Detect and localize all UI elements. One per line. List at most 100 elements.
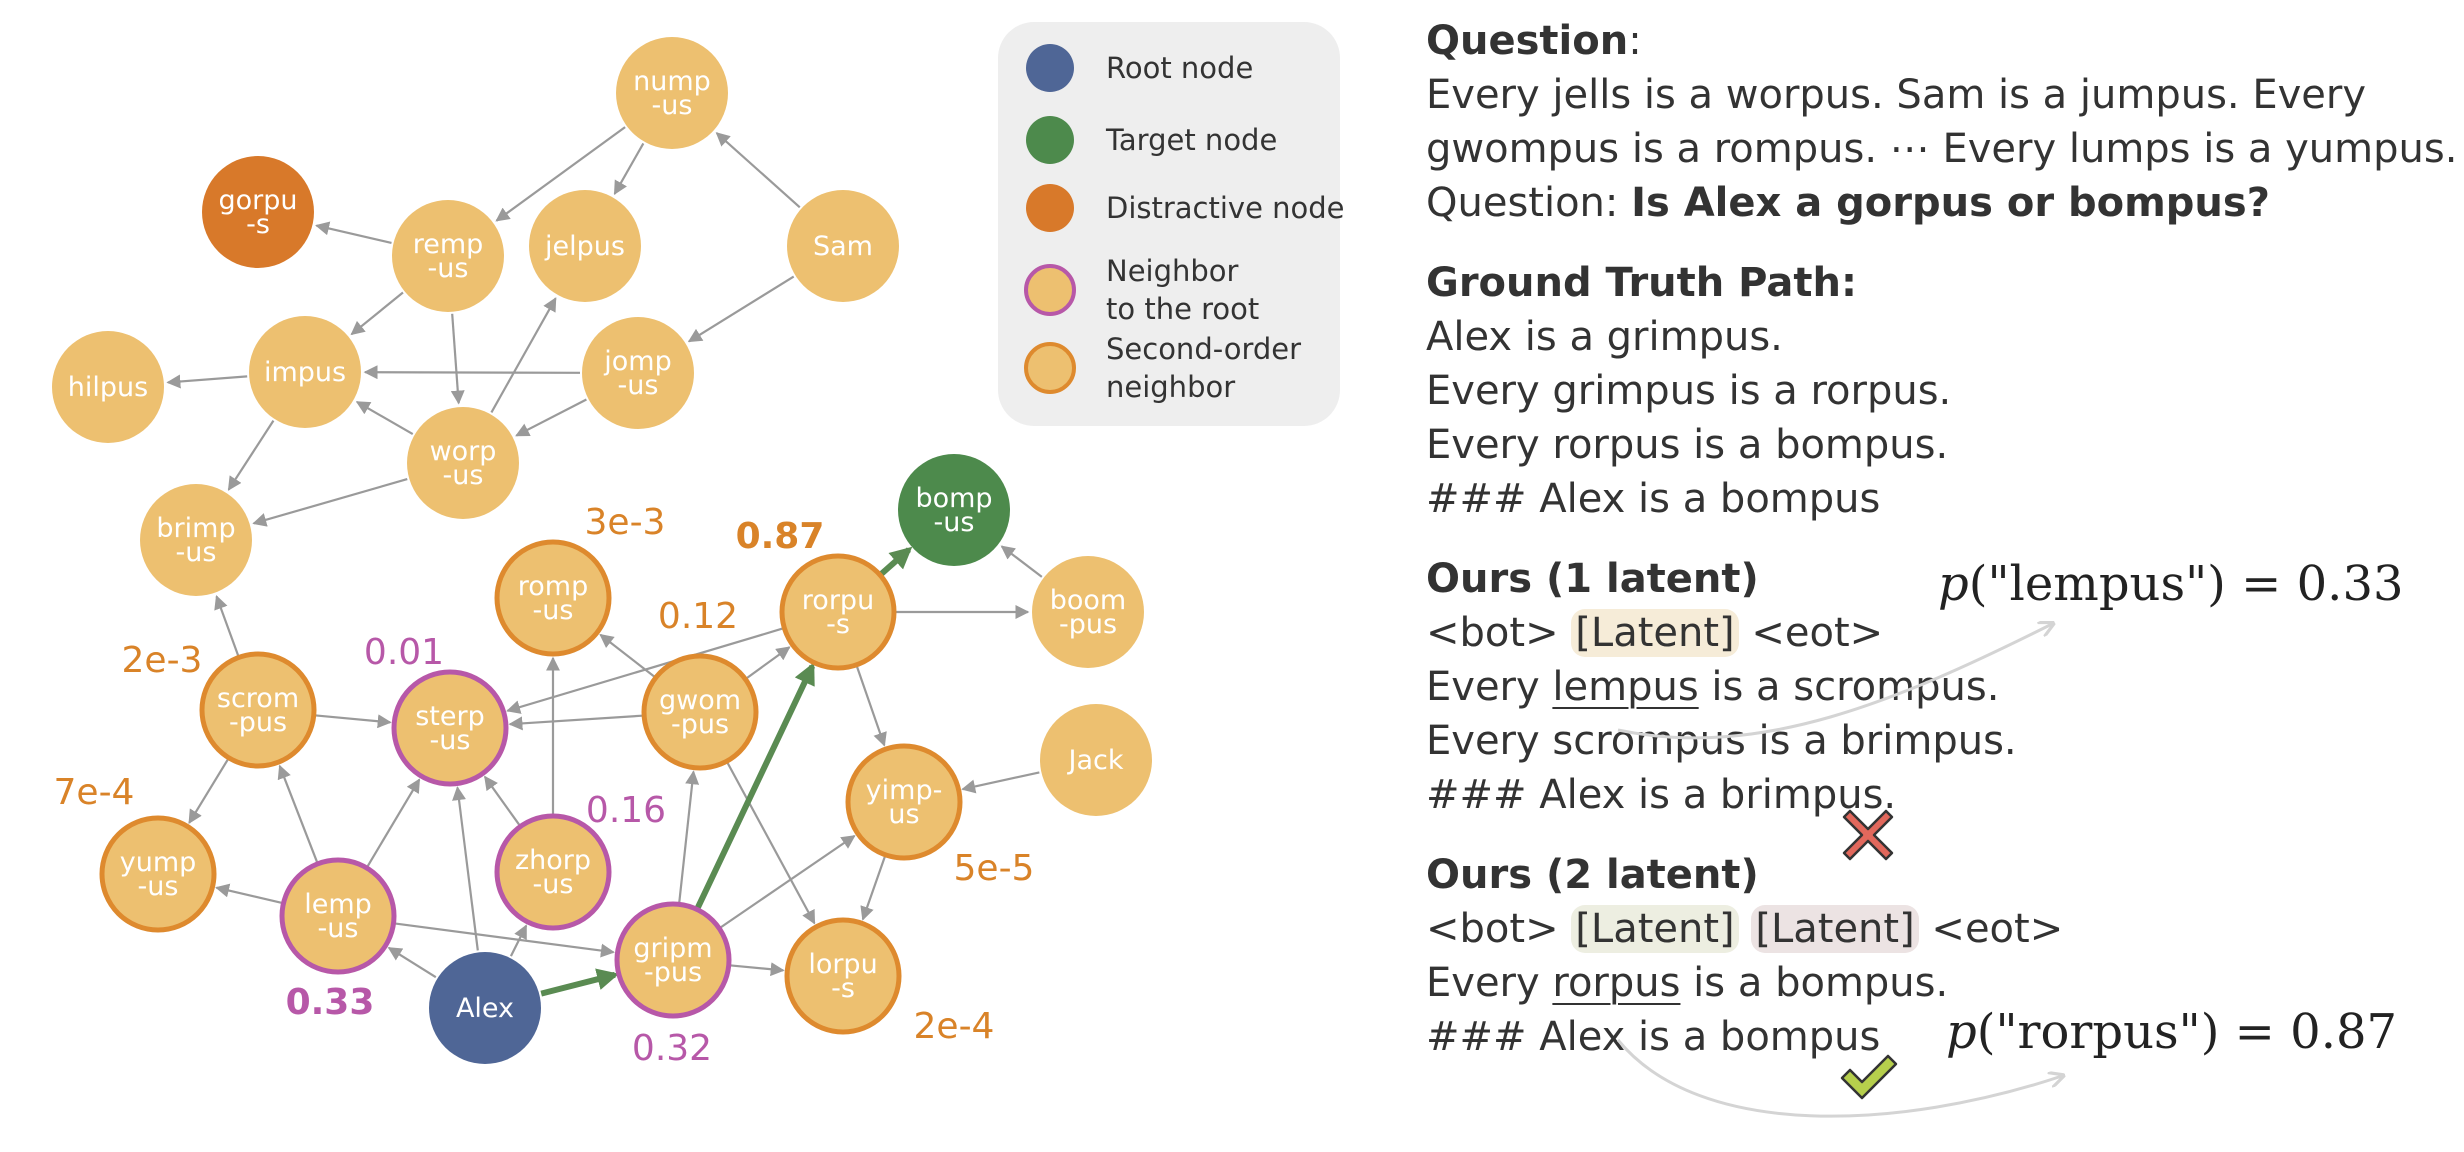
edge-remp-worp xyxy=(450,313,465,405)
edge-rorpu-yimp xyxy=(855,666,887,747)
node-rorpu: rorpu-s xyxy=(779,553,897,671)
node-label: bomp xyxy=(915,483,992,514)
node-label: -us xyxy=(138,871,179,902)
legend-swatch-root xyxy=(1026,44,1074,92)
node-zhorp: zhorp-us xyxy=(494,813,612,931)
legend-item-neighbor: Neighbor to the root xyxy=(1024,254,1259,326)
question-prefix: Question: xyxy=(1426,180,1632,226)
edge-impus-hilpus xyxy=(166,374,248,389)
node-label: yump xyxy=(120,847,197,878)
probability-romp: 3e-3 xyxy=(585,502,666,543)
node-circle xyxy=(616,37,728,149)
node-lemp: lemp-us xyxy=(279,857,397,975)
node-gorpu: gorpu-s xyxy=(202,156,314,268)
node-label: -s xyxy=(826,609,850,640)
node-label: sterp xyxy=(415,701,485,732)
predicted-node-rorpus: rorpus xyxy=(1552,960,1681,1006)
legend-label: Target node xyxy=(1105,123,1277,157)
node-bomp: bomp-us xyxy=(898,454,1010,566)
node-label: boom xyxy=(1050,585,1126,616)
edge-impus-brimp xyxy=(227,420,275,491)
edge-scrom-sterp xyxy=(315,714,392,729)
legend-item-distractive: Distractive node xyxy=(1026,184,1345,232)
question-section: Question: Every jells is a worpus. Sam i… xyxy=(1426,14,2457,230)
ground-truth-line: Alex is a grimpus. xyxy=(1426,314,1783,360)
edge-gripm-lorpu xyxy=(730,962,785,977)
edge-lemp-sterp xyxy=(366,778,421,867)
node-label: -pus xyxy=(229,707,287,738)
ours-1-latent-heading: Ours (1 latent) xyxy=(1426,556,1759,602)
question-line-1: Every jells is a worpus. Sam is a jumpus… xyxy=(1426,72,2367,118)
probability-gwom: 0.12 xyxy=(658,596,738,637)
node-label: zhorp xyxy=(515,845,591,876)
legend-item-target: Target node xyxy=(1026,116,1277,164)
node-label: -pus xyxy=(1059,609,1117,640)
node-circle xyxy=(279,857,397,975)
node-label: -us xyxy=(533,869,574,900)
legend-swatch-second xyxy=(1024,342,1076,394)
ours-2-latent-heading: Ours (2 latent) xyxy=(1426,852,1759,898)
node-hilpus: hilpus xyxy=(52,331,164,443)
edge-zhorp-sterp xyxy=(484,775,521,826)
graph-edges xyxy=(166,126,1043,997)
formula-p: p xyxy=(1938,556,1969,612)
node-circle xyxy=(52,331,164,443)
formula-token: "rorpus" xyxy=(1995,1004,2201,1060)
node-circle xyxy=(429,952,541,1064)
legend-label: Neighbor xyxy=(1106,254,1239,288)
probability-lemp: 0.33 xyxy=(286,982,375,1023)
node-worp: worp-us xyxy=(407,407,519,519)
formula-value: 0.87 xyxy=(2290,1004,2398,1060)
edge-lemp-scrom xyxy=(277,764,319,863)
node-circle xyxy=(779,553,897,671)
question-text: Is Alex a gorpus or bompus? xyxy=(1631,180,2270,226)
node-label: yimp- xyxy=(866,775,943,806)
edge-lemp-yump xyxy=(215,883,282,904)
formula-equals: = xyxy=(2234,1004,2275,1060)
edge-jomp-worp xyxy=(515,398,587,437)
ours-1-line-3: Every scrompus is a brimpus. xyxy=(1426,718,2017,764)
node-circle xyxy=(641,653,759,771)
node-label: jelpus xyxy=(544,231,625,262)
probability-gripm: 0.32 xyxy=(632,1028,712,1069)
bot-token: <bot> xyxy=(1426,610,1559,656)
highlighted-edge-gripm-rorpu xyxy=(695,662,816,909)
edge-scrom-yump xyxy=(188,758,229,824)
probability-lorpu: 2e-4 xyxy=(914,1006,995,1047)
node-circle xyxy=(1032,556,1144,668)
node-label: gwom xyxy=(659,685,741,716)
probability-scrom: 2e-3 xyxy=(122,640,203,681)
node-circle xyxy=(529,190,641,302)
node-sterp: sterp-us xyxy=(391,669,509,787)
node-lorpu: lorpu-s xyxy=(784,917,902,1035)
node-label: romp xyxy=(518,571,588,602)
node-label: hilpus xyxy=(68,372,148,403)
question-heading: Question xyxy=(1426,18,1629,64)
node-nump: nump-us xyxy=(616,37,728,149)
node-romp: romp-us xyxy=(494,539,612,657)
legend-label: to the root xyxy=(1106,292,1259,326)
node-jelpus: jelpus xyxy=(529,190,641,302)
ours-2-line-2-prefix: Every xyxy=(1426,960,1553,1006)
node-label: -us xyxy=(618,370,659,401)
node-circle xyxy=(582,317,694,429)
question-colon: : xyxy=(1628,18,1642,64)
node-label: Alex xyxy=(456,993,514,1024)
node-scrom: scrom-pus xyxy=(199,651,317,769)
ground-truth-heading: Ground Truth Path: xyxy=(1426,260,1857,306)
node-circle xyxy=(898,454,1010,566)
node-label: -us xyxy=(533,595,574,626)
node-label: jomp xyxy=(603,346,671,377)
node-label: -s xyxy=(246,209,270,240)
edge-jack-yimp xyxy=(961,771,1040,794)
node-circle xyxy=(845,743,963,861)
node-label: -us xyxy=(652,90,693,121)
legend-swatch-distractive xyxy=(1026,184,1074,232)
node-circle xyxy=(494,539,612,657)
ours-1-line-2-prefix: Every xyxy=(1426,664,1553,710)
probability-yimp: 5e-5 xyxy=(954,848,1035,889)
formula-value: 0.33 xyxy=(2296,556,2404,612)
